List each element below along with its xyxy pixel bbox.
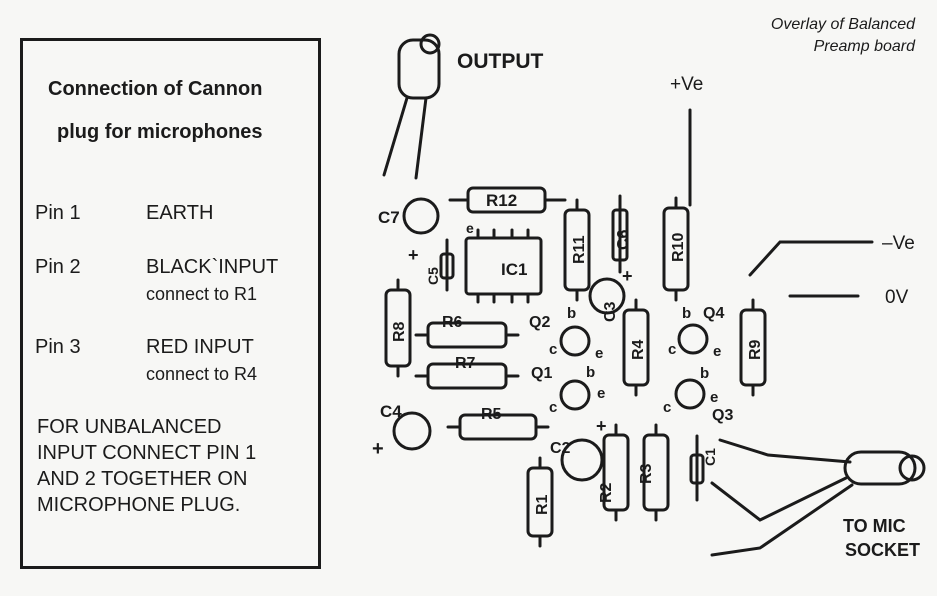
zero-volt-label: 0V: [885, 287, 909, 308]
q3-pin-e: e: [710, 389, 718, 406]
r11-label: R11: [571, 235, 588, 264]
output-lead-1: [382, 96, 409, 177]
pin1-number: Pin 1: [35, 202, 81, 224]
q1-label: Q1: [531, 365, 552, 382]
q2-pin-c: c: [549, 341, 557, 358]
r10-label: R10: [670, 233, 687, 262]
q1-pin-b: b: [586, 364, 595, 381]
q2-label: Q2: [529, 314, 550, 331]
q2-transistor: [559, 325, 591, 357]
note-line-3: AND 2 TOGETHER ON: [37, 468, 248, 490]
c6-label: C6: [615, 229, 632, 250]
r7-resistor: [426, 362, 508, 390]
mic-cable: [710, 438, 926, 557]
r4-label: R4: [630, 339, 647, 360]
c2-capacitor: [560, 438, 604, 482]
q4-label: Q4: [703, 305, 724, 322]
overlay-title: Overlay of Balanced Preamp board: [771, 14, 915, 58]
q2-pin-b: b: [567, 305, 576, 322]
r12-resistor: [466, 186, 547, 214]
r9-resistor: [739, 308, 767, 387]
neg-supply-label: –Ve: [882, 233, 915, 254]
mic-cable-plug: [843, 450, 917, 486]
neg-supply-wire: [748, 240, 874, 277]
overlay-title-line-1: Overlay of Balanced: [770, 16, 915, 33]
c7-capacitor: [402, 197, 440, 235]
r8-label: R8: [391, 321, 408, 342]
r10-resistor: [662, 206, 690, 292]
q4-pin-b: b: [682, 305, 691, 322]
q1-pin-e: e: [597, 385, 605, 402]
note-line-1: FOR UNBALANCED: [37, 416, 222, 438]
q3-pin-b: b: [700, 365, 709, 382]
q4-pin-e: e: [713, 343, 721, 360]
r5-label: R5: [481, 406, 502, 423]
c1-capacitor: [689, 453, 705, 485]
q4-pin-c: c: [668, 341, 676, 358]
pin2-number: Pin 2: [35, 256, 81, 278]
q3-transistor: [674, 378, 706, 410]
box-heading-line-1: Connection of Cannon: [48, 78, 263, 100]
pin2-sub: connect to R1: [146, 284, 258, 304]
output-connector: [397, 38, 441, 100]
c4-capacitor: [392, 411, 432, 451]
c7-label: C7: [378, 208, 400, 227]
c2-label: C2: [550, 440, 571, 457]
r1-label: R1: [534, 494, 551, 515]
pin1-label: EARTH: [146, 202, 214, 224]
q2-pin-e: e: [595, 345, 603, 362]
r7-label: R7: [455, 355, 476, 372]
unbalanced-note: FOR UNBALANCED INPUT CONNECT PIN 1 AND 2…: [37, 414, 256, 518]
output-lead-2: [414, 96, 428, 180]
c6-capacitor: [611, 208, 629, 262]
q1-transistor: [559, 379, 591, 411]
c3-capacitor: [588, 277, 626, 315]
c5-label: C5: [425, 267, 441, 285]
overlay-title-line-2: Preamp board: [813, 38, 915, 55]
pin3-label: RED INPUT: [146, 336, 254, 358]
c2-plus-sign: +: [596, 416, 607, 436]
r9-label: R9: [747, 339, 764, 360]
r4-resistor: [622, 308, 650, 387]
note-line-2: INPUT CONNECT PIN 1: [37, 442, 257, 464]
output-connector-cap: [419, 33, 441, 55]
q3-label: Q3: [712, 407, 733, 424]
q4-transistor: [677, 323, 709, 355]
c4-plus-sign: +: [372, 438, 384, 460]
c7-plus-sign: +: [408, 245, 419, 265]
pin3-sub: connect to R4: [146, 364, 258, 384]
note-line-4: MICROPHONE PLUG.: [37, 494, 241, 516]
r1-resistor: [526, 466, 554, 538]
ic1-chip: [464, 236, 543, 296]
r11-resistor: [563, 208, 591, 292]
ic1-pins: [476, 228, 530, 304]
q1-pin-c: c: [549, 399, 557, 416]
r6-resistor: [426, 321, 508, 349]
box-heading-line-2: plug for microphones: [57, 121, 263, 143]
r8-resistor: [384, 288, 412, 368]
r3-label: R3: [638, 463, 655, 484]
output-label: OUTPUT: [457, 50, 544, 73]
ic1-label: IC1: [501, 260, 527, 279]
r2-label: R2: [598, 482, 615, 503]
mic-label-line-2: SOCKET: [845, 540, 920, 560]
c5-capacitor: [439, 252, 455, 280]
r6-label: R6: [442, 314, 463, 331]
r12-label: R12: [486, 191, 517, 210]
cannon-connection-box: Connection of Cannon plug for microphone…: [20, 38, 321, 569]
r5-resistor: [458, 413, 538, 441]
c1-label: C1: [702, 448, 718, 466]
pin3-number: Pin 3: [35, 336, 81, 358]
q3-pin-c: c: [663, 399, 671, 416]
pos-supply-label: +Ve: [670, 74, 703, 95]
c6-plus-sign: +: [622, 266, 633, 286]
mic-label-line-1: TO MIC: [843, 516, 906, 536]
ic1-pin-marker: e: [466, 220, 474, 236]
r2-resistor: [602, 433, 630, 512]
pin2-label: BLACK`INPUT: [146, 256, 279, 278]
c3-label: C3: [602, 301, 619, 322]
r3-resistor: [642, 433, 670, 512]
c4-label: C4: [380, 402, 402, 421]
